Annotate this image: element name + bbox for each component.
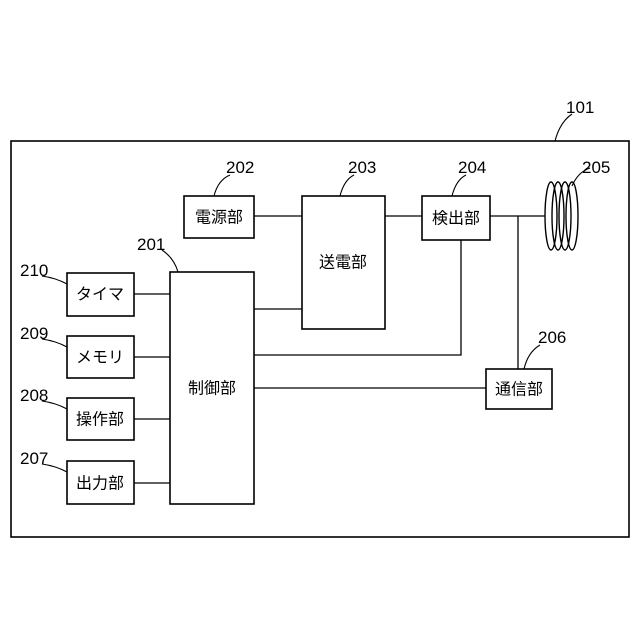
power-transmitter-ref: 203 <box>348 158 376 177</box>
power-supply-label: 電源部 <box>195 208 243 227</box>
communication-label: 通信部 <box>495 380 543 399</box>
control-ref: 201 <box>137 235 165 254</box>
detector-label: 検出部 <box>432 209 480 228</box>
memory-ref: 209 <box>20 324 48 343</box>
power-supply-ref-leader <box>214 175 230 196</box>
power-transmitter-ref-leader <box>340 175 354 196</box>
device-ref: 101 <box>566 98 594 117</box>
power-transmitter-label: 送電部 <box>319 253 367 272</box>
timer-label: タイマ <box>76 285 124 304</box>
timer-ref: 210 <box>20 261 48 280</box>
memory-label: メモリ <box>76 348 124 367</box>
output-ref: 207 <box>20 449 48 468</box>
communication-ref-leader <box>524 345 540 369</box>
coil-icon <box>545 182 578 250</box>
device-ref-leader <box>555 114 572 141</box>
power-supply-ref: 202 <box>226 158 254 177</box>
detector-ref-leader <box>452 175 466 196</box>
operation-ref: 208 <box>20 386 48 405</box>
control-label: 制御部 <box>188 379 236 398</box>
output-label: 出力部 <box>76 474 124 493</box>
coil-ref: 205 <box>582 158 610 177</box>
communication-ref: 206 <box>538 328 566 347</box>
operation-label: 操作部 <box>76 410 124 429</box>
detector-ref: 204 <box>458 158 486 177</box>
